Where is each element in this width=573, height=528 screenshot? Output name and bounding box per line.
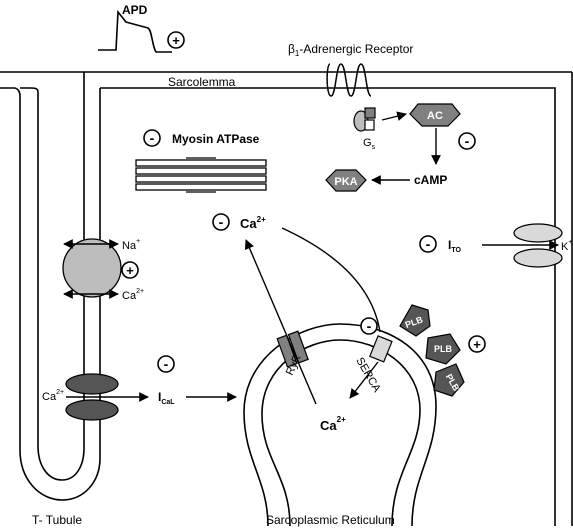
- apd-trace: APD: [98, 3, 172, 53]
- ito-label: ITO: [448, 238, 461, 254]
- na-label: Na+: [122, 238, 140, 252]
- ac-enzyme: AC: [409, 103, 461, 127]
- camp-label: cAMP: [414, 173, 447, 187]
- ac-minus-sign: -: [458, 132, 476, 150]
- myosin-filaments: [135, 157, 267, 193]
- gs-protein: [353, 107, 376, 132]
- ical-minus-sign: -: [157, 355, 175, 373]
- plb-3: PLB: [433, 363, 465, 397]
- ical-label: ICaL: [158, 390, 175, 406]
- sr-ca-label: Ca2+: [320, 415, 346, 433]
- ncx-plus-sign: +: [121, 261, 139, 279]
- sarcoplasmic-reticulum: [243, 323, 437, 527]
- svg-text:-: -: [426, 236, 431, 252]
- svg-text:+: +: [126, 263, 134, 278]
- svg-text:PKA: PKA: [334, 176, 357, 188]
- plb-2: PLB: [425, 333, 461, 365]
- sr-label: Sarcoplasmic Reticulum: [266, 513, 395, 527]
- svg-text:PLB: PLB: [434, 344, 453, 354]
- apd-label: APD: [122, 3, 148, 17]
- svg-text:AC: AC: [427, 110, 443, 122]
- gs-to-ac-arrow: [381, 111, 407, 121]
- svg-text:-: -: [150, 130, 155, 146]
- plb-1: PLB: [399, 304, 431, 337]
- ryr-channel: [276, 330, 309, 368]
- ryr-release-arrow: [244, 239, 317, 405]
- svg-text:+: +: [473, 337, 481, 352]
- gs-label: Gs: [363, 137, 376, 151]
- ito-channel-top: [513, 223, 563, 243]
- ncx-exchanger: [62, 238, 122, 298]
- ito-channel-bottom: [513, 248, 563, 268]
- svg-text:-: -: [219, 214, 224, 230]
- sarcolemma-label: Sarcolemma: [168, 75, 236, 89]
- cytosolic-ca-minus-sign: -: [212, 213, 230, 231]
- svg-text:+: +: [172, 33, 180, 48]
- myosin-minus-sign: -: [143, 129, 161, 147]
- ncx-ca-label: Ca2+: [122, 288, 144, 302]
- svg-text:-: -: [465, 133, 470, 149]
- l-type-channel-top: [65, 373, 119, 395]
- beta-receptor: [326, 63, 372, 97]
- cytosolic-ca-label: Ca2+: [240, 215, 266, 231]
- t-tubule-label: T- Tubule: [32, 513, 82, 527]
- serca-minus-sign: -: [360, 317, 378, 335]
- svg-text:-: -: [164, 356, 169, 372]
- beta-receptor-label: β1-Adrenergic Receptor: [288, 42, 413, 58]
- svg-text:-: -: [367, 318, 372, 334]
- apd-plus-sign: +: [167, 31, 185, 49]
- l-type-channel-bottom: [65, 399, 119, 421]
- ical-ca-label: Ca2+: [42, 389, 64, 403]
- k-label: K+: [561, 239, 572, 253]
- membrane-lines: [0, 71, 573, 526]
- serca-pump: [369, 335, 393, 363]
- plb-plus-sign: +: [468, 335, 486, 353]
- myosin-label: Myosin ATPase: [172, 132, 260, 146]
- serca-uptake-arrow: [349, 361, 379, 399]
- pka-enzyme: PKA: [325, 169, 367, 192]
- ca-uptake-curve: [281, 227, 381, 333]
- ito-minus-sign: -: [419, 235, 437, 253]
